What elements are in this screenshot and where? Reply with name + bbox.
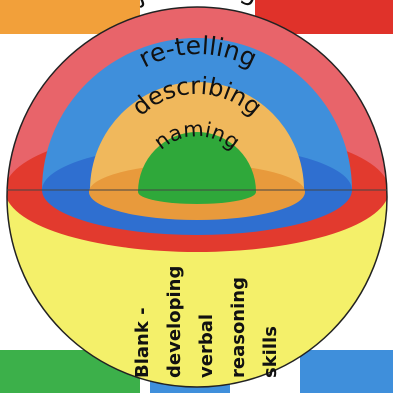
band-bottom-right <box>300 350 393 393</box>
base-line-2: developing <box>164 266 185 378</box>
base-line-1: Blank - <box>132 307 153 378</box>
base-line-4: reasoning <box>228 277 249 378</box>
base-line-3: verbal <box>196 314 217 378</box>
base-line-5: skills <box>260 326 281 378</box>
rim-green <box>138 180 256 204</box>
